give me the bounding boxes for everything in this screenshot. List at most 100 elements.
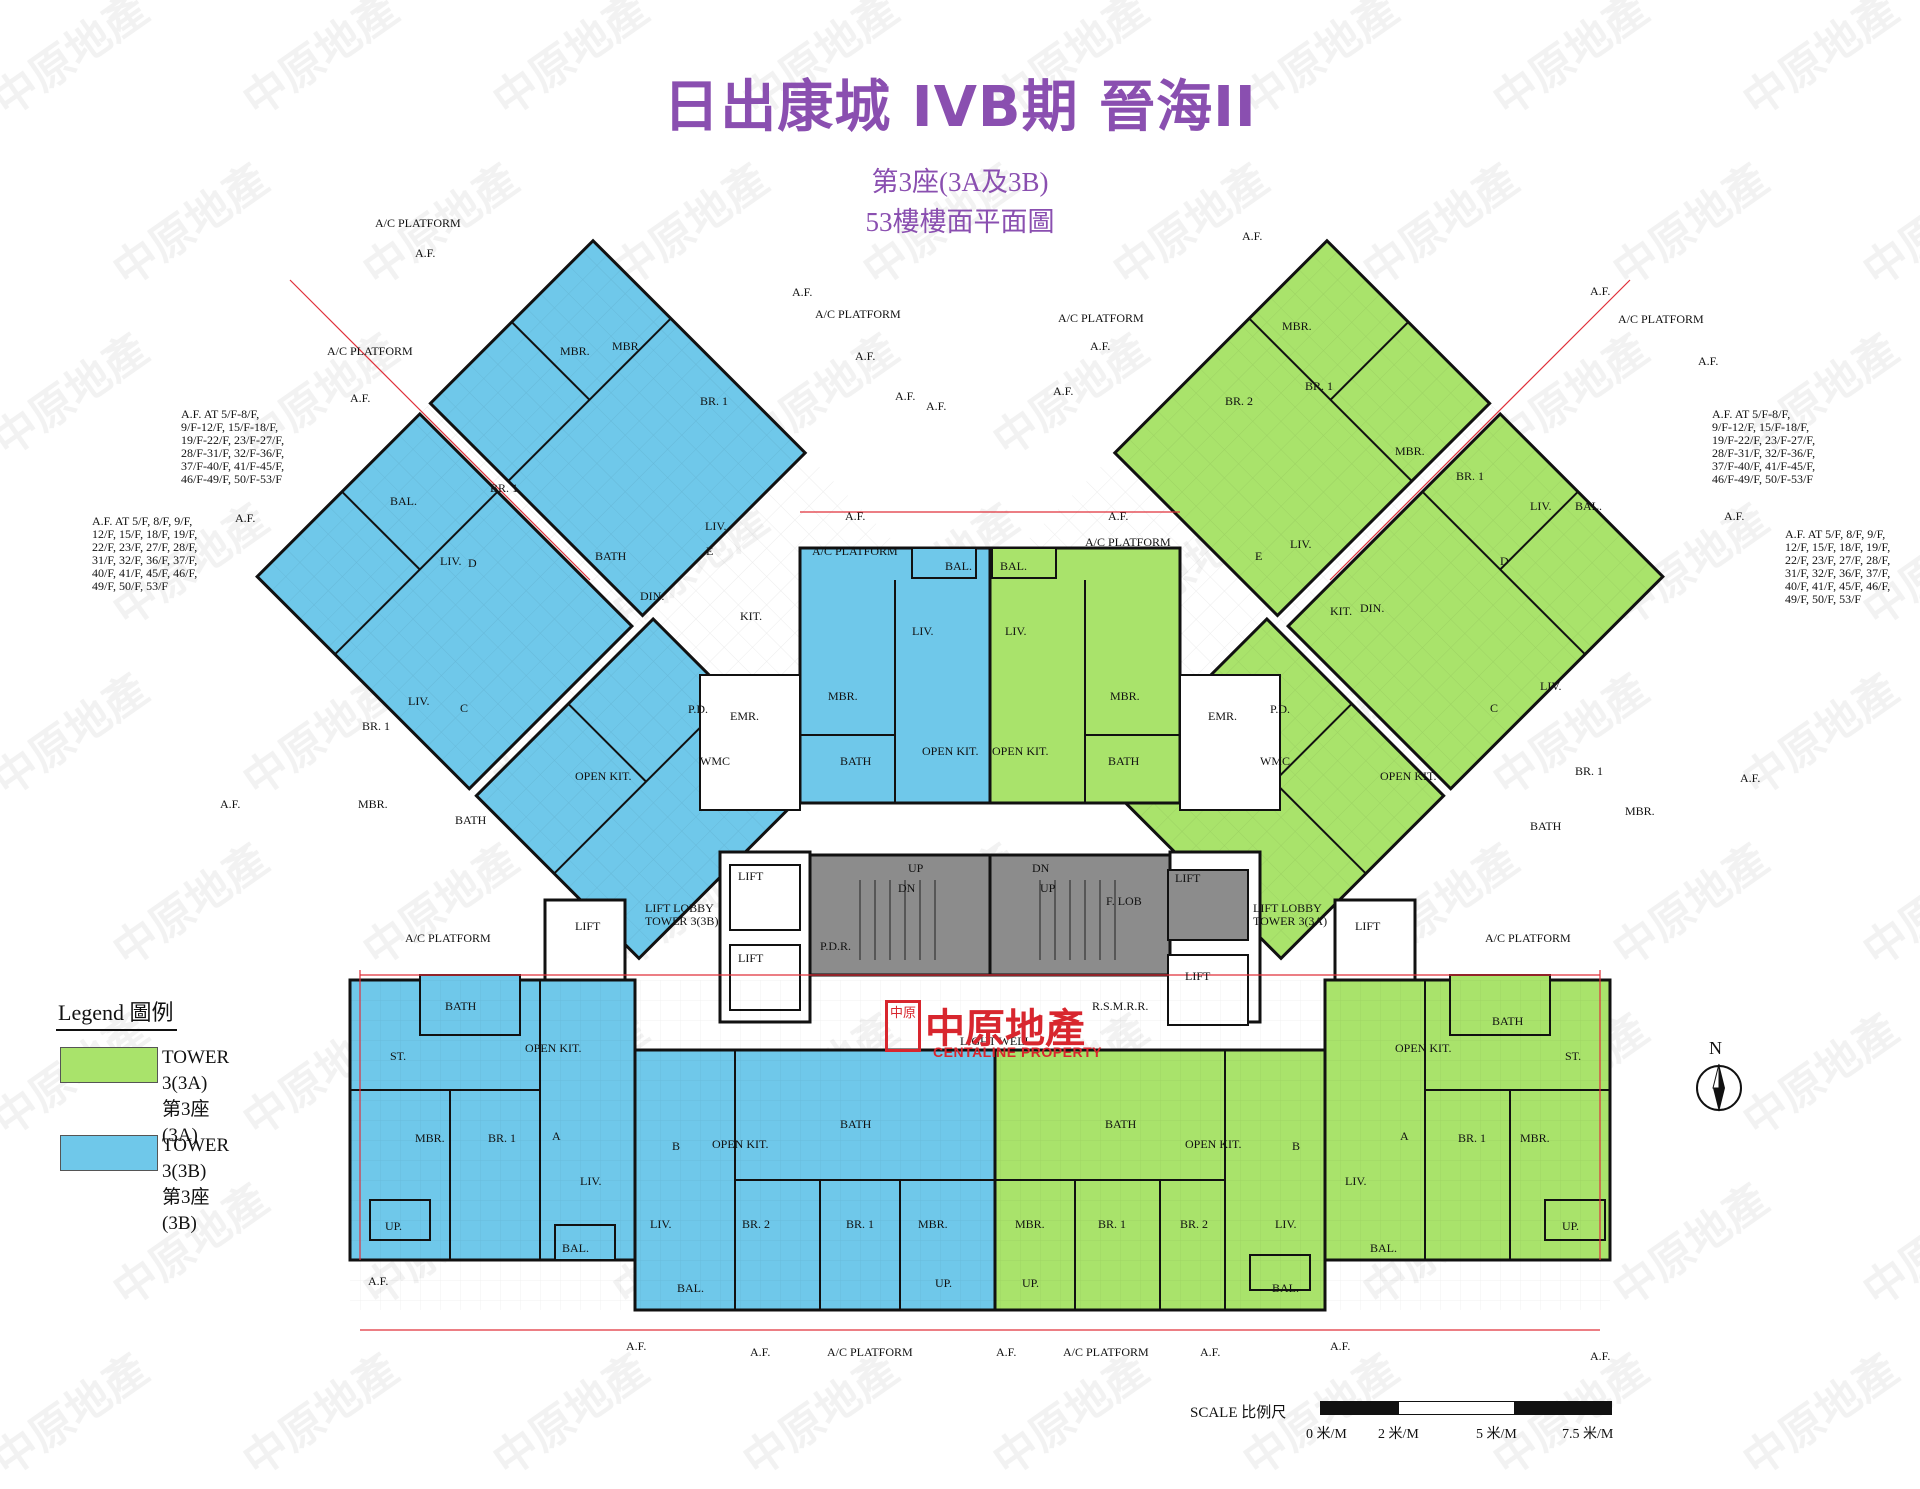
logo-seal-icon: 中原 bbox=[885, 1000, 921, 1052]
room-label: OPEN KIT. bbox=[525, 1041, 581, 1055]
room-label: BATH bbox=[1108, 754, 1140, 768]
room-label: DN bbox=[1032, 861, 1050, 875]
legend-label-3b: TOWER 3(3B) 第3座(3B) bbox=[162, 1135, 230, 1234]
tower-subtitle: 第3座(3A及3B) bbox=[871, 167, 1049, 197]
room-label: BAL. bbox=[1575, 499, 1602, 513]
room-label: LIV. bbox=[1345, 1174, 1366, 1188]
room-label: ST. bbox=[390, 1049, 406, 1063]
room-label: BR. 1 bbox=[700, 394, 728, 408]
scale-graphic bbox=[1320, 1401, 1612, 1415]
room-label: MBR. bbox=[560, 344, 590, 358]
room-label: OPEN KIT. bbox=[922, 744, 978, 758]
legend-swatch-3a bbox=[60, 1047, 158, 1083]
room-label: LIV. bbox=[1530, 499, 1551, 513]
flat-letter: C bbox=[460, 701, 468, 715]
flat-letter: B bbox=[672, 1139, 680, 1153]
room-label: OPEN KIT. bbox=[992, 744, 1048, 758]
scale-tick: 2 米/M bbox=[1378, 1427, 1419, 1442]
room-label: LIFT bbox=[1355, 919, 1381, 933]
room-label: BAL. bbox=[945, 559, 972, 573]
flat-letter: A bbox=[552, 1129, 561, 1143]
callout-ac-platform: A/C PLATFORM bbox=[1485, 931, 1571, 945]
legend-swatch-3b bbox=[60, 1135, 158, 1171]
room-label: MBR. bbox=[1110, 689, 1140, 703]
room-label: BR. 1 bbox=[1098, 1217, 1126, 1231]
room-label: LIFT bbox=[575, 919, 601, 933]
flat-letter: B bbox=[1292, 1139, 1300, 1153]
scale-tick: 5 米/M bbox=[1476, 1427, 1517, 1442]
room-label: WMC bbox=[700, 754, 730, 768]
room-label: BR. 1 bbox=[362, 719, 390, 733]
legend-title: Legend 圖例 bbox=[56, 995, 178, 1031]
logo-chinese-name: 中原地產 bbox=[925, 1006, 1085, 1052]
callout-af: A.F. bbox=[1724, 509, 1745, 523]
room-label: LIV. bbox=[1290, 537, 1311, 551]
room-label: LIGHT WELL bbox=[960, 1034, 1032, 1048]
callout-af-floor-list: A.F. AT 5/F-8/F, 9/F-12/F, 15/F-18/F, 19… bbox=[1712, 407, 1816, 486]
room-label: BR. 1 bbox=[846, 1217, 874, 1231]
room-label: DIN. bbox=[640, 589, 664, 603]
room-label: WMC bbox=[1260, 754, 1290, 768]
room-label: UP bbox=[908, 861, 924, 875]
room-label: BAL. bbox=[1000, 559, 1027, 573]
callout-ac-platform: A/C PLATFORM bbox=[327, 344, 413, 358]
scale-segment bbox=[1399, 1402, 1514, 1414]
scale-tick: 0 米/M bbox=[1306, 1427, 1347, 1442]
core-3b bbox=[808, 853, 992, 977]
callout-ac-platform: A/C PLATFORM bbox=[1085, 535, 1171, 549]
scale-segment bbox=[1514, 1402, 1611, 1414]
room-label: DN bbox=[898, 881, 916, 895]
centaline-logo: 中原 中原地產 CENTALINE PROPERTY bbox=[885, 1000, 1115, 1060]
room-label: BATH bbox=[1492, 1014, 1524, 1028]
room-label: LIFT bbox=[1175, 871, 1201, 885]
flat-letter: C bbox=[1490, 701, 1498, 715]
flat-letter: E bbox=[1255, 549, 1262, 563]
flat-letter: A bbox=[1400, 1129, 1409, 1143]
room-label: KIT. bbox=[740, 609, 762, 623]
room-label: BATH bbox=[455, 813, 487, 827]
callout-ac-platform: A/C PLATFORM bbox=[405, 931, 491, 945]
room-label: BAL. bbox=[1370, 1241, 1397, 1255]
room-label: OPEN KIT. bbox=[1395, 1041, 1451, 1055]
room-label: BAL. bbox=[562, 1241, 589, 1255]
room-label: BR. 1 bbox=[490, 481, 518, 495]
room-label: MBR. bbox=[1395, 444, 1425, 458]
room-label: MBR. bbox=[828, 689, 858, 703]
room-label: LIFT bbox=[1185, 969, 1211, 983]
room-label: EMR. bbox=[1208, 709, 1237, 723]
room-label: BR. 1 bbox=[1456, 469, 1484, 483]
room-label: BR. 1 bbox=[1458, 1131, 1486, 1145]
room-label: LIV. bbox=[650, 1217, 671, 1231]
room-label: P.D. bbox=[1270, 702, 1290, 716]
room-label: LIV. bbox=[1005, 624, 1026, 638]
room-label: UP. bbox=[385, 1219, 402, 1233]
callout-af: A.F. bbox=[1053, 384, 1074, 398]
room-label: MBR. bbox=[1015, 1217, 1045, 1231]
room-label: MBR. bbox=[1282, 319, 1312, 333]
room-label: BAL. bbox=[390, 494, 417, 508]
callout-af: A.F. bbox=[895, 389, 916, 403]
callout-af: A.F. bbox=[1242, 229, 1263, 243]
callout-af-floor-list: A.F. AT 5/F-8/F, 9/F-12/F, 15/F-18/F, 19… bbox=[181, 407, 285, 486]
logo-english-name: CENTALINE PROPERTY bbox=[933, 1044, 1102, 1060]
room-label: MBR. bbox=[1520, 1131, 1550, 1145]
callout-ac-platform: A/C PLATFORM bbox=[815, 307, 901, 321]
callout-af: A.F. bbox=[1590, 1349, 1611, 1363]
callout-ac-platform: A/C PLATFORM bbox=[1063, 1345, 1149, 1359]
room-label: BAL. bbox=[1272, 1281, 1299, 1295]
room-label: OPEN KIT. bbox=[712, 1137, 768, 1151]
room-label: BAL. bbox=[677, 1281, 704, 1295]
callout-af: A.F. bbox=[220, 797, 241, 811]
room-label: P.D. bbox=[688, 702, 708, 716]
callout-af-floor-list: A.F. AT 5/F, 8/F, 9/F, 12/F, 15/F, 18/F,… bbox=[1785, 527, 1891, 606]
callout-af: A.F. bbox=[626, 1339, 647, 1353]
legend: Legend 圖例 TOWER 3(3A) 第3座(3A) TOWER 3(3B… bbox=[56, 995, 229, 1234]
callout-af: A.F. bbox=[750, 1345, 771, 1359]
room-labels: LIV. LIV. MBR. MBR. OPEN KIT. OPEN KIT. … bbox=[358, 319, 1655, 1295]
plan-title: 日出康城 IVB期 晉海II bbox=[663, 75, 1257, 140]
room-label: P.D.R. bbox=[820, 939, 851, 953]
legend-item-3b: TOWER 3(3B) 第3座(3B) bbox=[56, 1133, 229, 1234]
room-label: ST. bbox=[1565, 1049, 1581, 1063]
callout-af: A.F. bbox=[996, 1345, 1017, 1359]
